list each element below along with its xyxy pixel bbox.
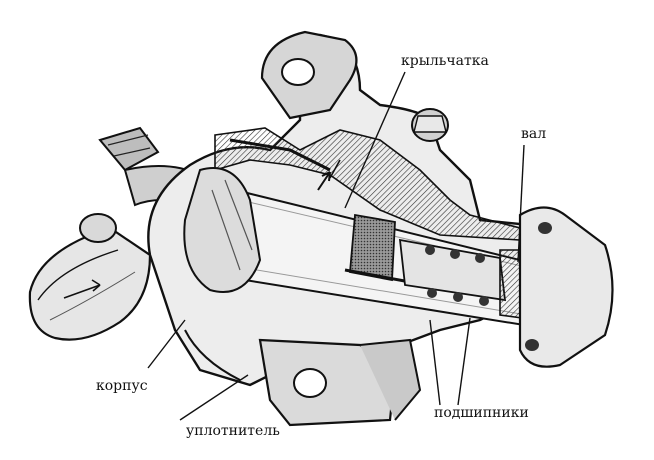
leader-lines — [147, 71, 525, 421]
flow-arrow — [317, 171, 331, 191]
label-impeller: крыльчатка — [401, 53, 489, 69]
impeller — [183, 159, 341, 293]
leader-bearing-2 — [457, 317, 471, 406]
leader-seal — [179, 374, 249, 421]
leader-impeller — [344, 71, 406, 209]
leader-shaft — [517, 144, 525, 263]
label-bearings: подшипники — [434, 405, 529, 421]
inlet-pipe — [28, 213, 152, 341]
hub-flange — [518, 206, 614, 368]
bearings — [398, 238, 523, 319]
label-seal: уплотнитель — [186, 423, 280, 439]
label-shaft: вал — [521, 126, 547, 142]
leader-housing — [147, 319, 186, 369]
seal — [344, 213, 411, 284]
label-housing: корпус — [96, 378, 148, 394]
leader-bearing-1 — [429, 319, 441, 406]
mounting-block — [184, 329, 422, 427]
